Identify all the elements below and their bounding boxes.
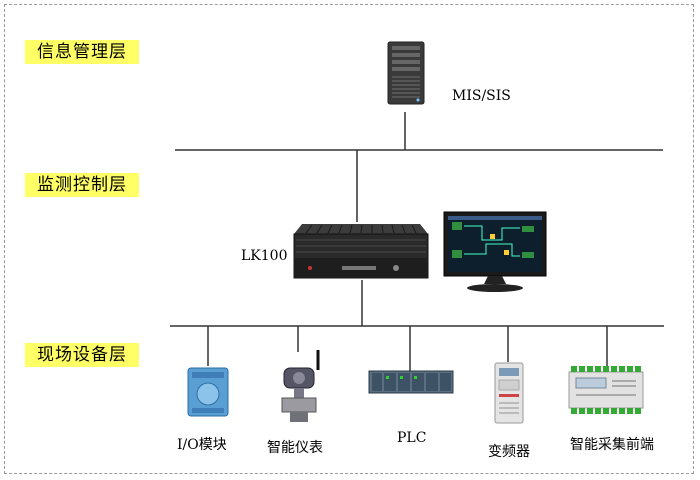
monitor-icon (443, 211, 547, 292)
plc-icon (368, 370, 454, 394)
server-tower-icon (387, 41, 425, 105)
label-plc: PLC (397, 430, 427, 446)
smart-collector-icon (568, 366, 644, 414)
layer-field-device: 现场设备层 (25, 343, 139, 367)
label-inverter: 变频器 (488, 444, 530, 460)
diagram-frame (4, 4, 694, 474)
io-module-icon (187, 367, 229, 417)
label-io-module: I/O模块 (177, 437, 227, 453)
label-smart-instrument: 智能仪表 (267, 440, 323, 456)
inverter-icon (494, 362, 524, 424)
smart-instrument-icon (281, 350, 320, 422)
label-mis-sis: MIS/SIS (452, 88, 511, 104)
controller-box-icon (293, 224, 429, 279)
layer-info-management: 信息管理层 (25, 40, 139, 64)
layer-monitor-control: 监测控制层 (25, 173, 139, 197)
label-lk100: LK100 (241, 248, 288, 264)
label-smart-collector: 智能采集前端 (570, 437, 654, 453)
